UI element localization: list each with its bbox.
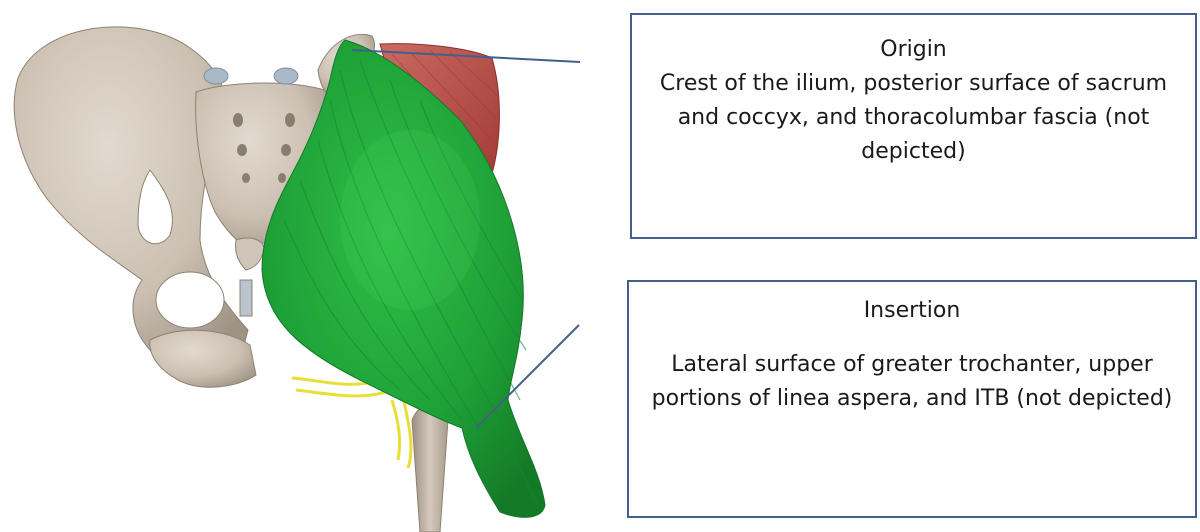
gluteus-maximus-illustration <box>0 0 600 532</box>
coccyx <box>235 238 264 270</box>
pubic-region <box>150 330 256 387</box>
obturator-foramen <box>156 272 224 328</box>
origin-description: Crest of the ilium, posterior surface of… <box>632 67 1195 169</box>
insertion-description: Lateral surface of greater trochanter, u… <box>629 348 1195 416</box>
insertion-heading: Insertion <box>629 294 1195 328</box>
origin-heading: Origin <box>632 33 1195 67</box>
femur <box>412 404 448 532</box>
insertion-callout: Insertion Lateral surface of greater tro… <box>627 280 1197 518</box>
origin-callout: Origin Crest of the ilium, posterior sur… <box>630 13 1197 239</box>
